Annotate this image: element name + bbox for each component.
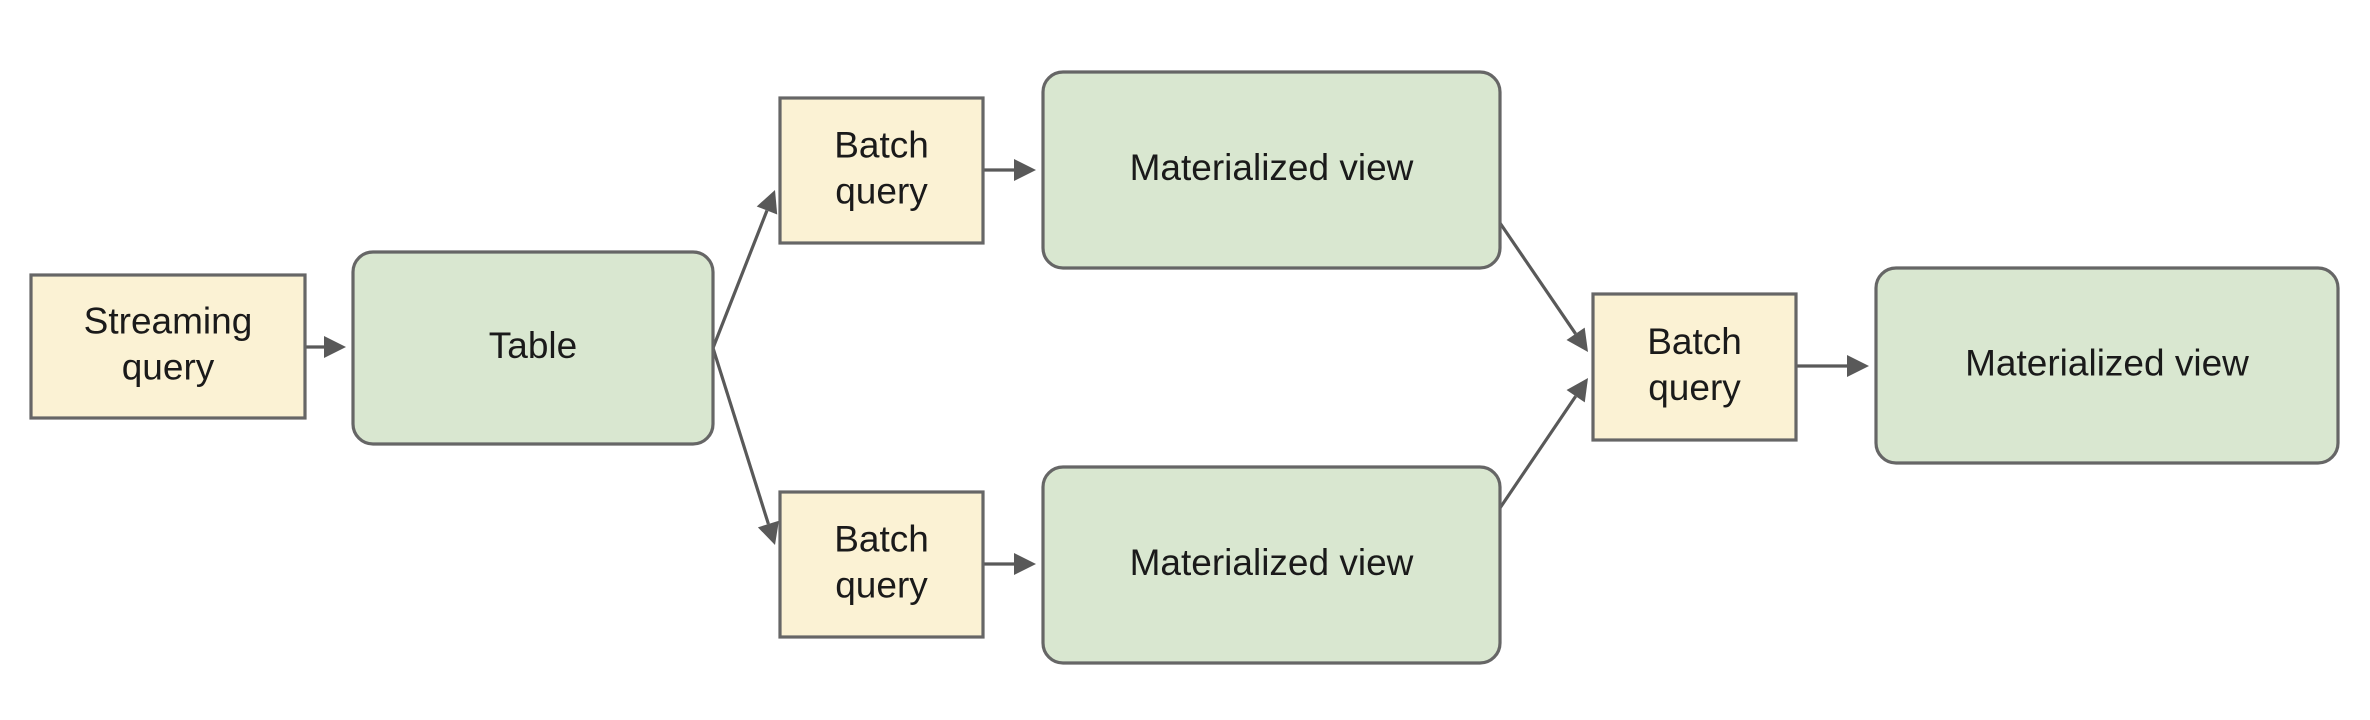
node-shape-materialized-view-top[interactable]: [1041, 70, 1502, 270]
node-label-batch-query-top: Batch: [834, 124, 929, 165]
edge-line: [1498, 222, 1577, 335]
node-materialized-view-top[interactable]: Materialized view: [1041, 70, 1502, 270]
arrowhead-icon: [1847, 355, 1869, 377]
node-shape-materialized-view-final[interactable]: [1874, 266, 2340, 465]
node-label-batch-query-bottom: query: [835, 564, 928, 605]
arrowhead-icon: [1014, 159, 1036, 181]
node-label-streaming-query: Streaming: [84, 300, 253, 341]
node-shape-streaming-query[interactable]: [29, 273, 307, 420]
node-batch-query-top[interactable]: Batch query: [778, 96, 985, 245]
edge-line: [1498, 395, 1577, 509]
node-table[interactable]: Table: [351, 250, 715, 446]
node-materialized-view-final[interactable]: Materialized view: [1874, 266, 2340, 465]
node-shape-batch-query-bottom[interactable]: [778, 490, 985, 639]
node-shape-materialized-view-bottom[interactable]: [1041, 465, 1502, 665]
nodes-layer: StreamingqueryTableBatchqueryMaterialize…: [29, 70, 2340, 665]
node-label-streaming-query: query: [122, 346, 215, 387]
node-shape-batch-query-merge[interactable]: [1591, 292, 1798, 442]
edge-table-to-batch-bottom: [711, 347, 779, 545]
arrowhead-icon: [324, 336, 346, 358]
node-label-batch-query-bottom: Batch: [834, 518, 929, 559]
node-label-batch-query-merge: Batch: [1647, 321, 1742, 362]
node-streaming-query[interactable]: Streaming query: [29, 273, 307, 420]
edge-merge-to-final-view: [1796, 355, 1869, 377]
arrowhead-icon: [1566, 327, 1588, 352]
arrowhead-icon: [1014, 553, 1036, 575]
node-batch-query-bottom[interactable]: Batch query: [778, 490, 985, 639]
arrowhead-icon: [757, 520, 779, 545]
node-label-materialized-view-bottom: Materialized view: [1130, 542, 1414, 583]
arrowhead-icon: [756, 190, 778, 215]
node-batch-query-merge[interactable]: Batch query: [1591, 292, 1798, 442]
edge-batch-top-to-view-top: [983, 159, 1036, 181]
edge-table-to-batch-top: [711, 190, 778, 349]
edge-streaming-to-table: [305, 336, 346, 358]
node-label-materialized-view-top: Materialized view: [1130, 147, 1414, 188]
node-materialized-view-bottom[interactable]: Materialized view: [1041, 465, 1502, 665]
node-shape-batch-query-top[interactable]: [778, 96, 985, 245]
node-label-batch-query-top: query: [835, 170, 928, 211]
node-label-table: Table: [489, 325, 577, 366]
edge-view-top-to-merge: [1498, 222, 1588, 352]
edge-line: [711, 209, 769, 349]
edge-view-bottom-to-merge: [1498, 378, 1588, 509]
node-label-materialized-view-final: Materialized view: [1965, 342, 2249, 383]
node-shape-table[interactable]: [351, 250, 715, 446]
arrowhead-icon: [1566, 378, 1588, 403]
node-label-batch-query-merge: query: [1648, 367, 1741, 408]
edge-batch-bottom-to-view-bottom: [983, 553, 1036, 575]
edges-layer: [305, 159, 1869, 575]
edge-line: [711, 347, 770, 525]
